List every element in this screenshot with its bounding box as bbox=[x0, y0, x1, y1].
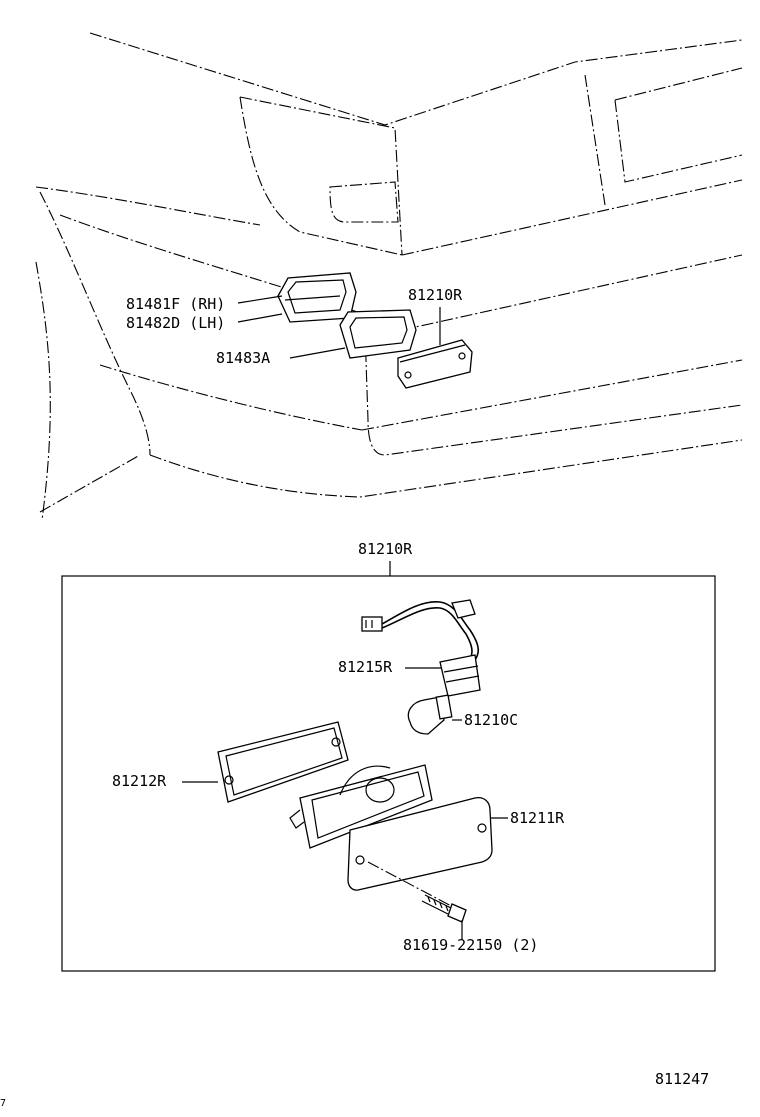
label-81212r: 81212R bbox=[112, 772, 167, 790]
label-81619: 81619-22150 (2) bbox=[403, 936, 539, 954]
label-81211r: 81211R bbox=[510, 809, 565, 827]
label-81483a: 81483A bbox=[216, 349, 271, 367]
label-81210c: 81210C bbox=[464, 711, 519, 729]
label-81210r-top: 81210R bbox=[408, 286, 463, 304]
label-81215r: 81215R bbox=[338, 658, 393, 676]
lamp-bracket-lower bbox=[339, 309, 417, 359]
screw bbox=[367, 861, 467, 923]
diagram-number: 811247 bbox=[655, 1070, 710, 1088]
corner-mark: 7 bbox=[0, 1098, 7, 1109]
side-lamp-assembly-small bbox=[397, 339, 473, 389]
lamp-housing bbox=[289, 764, 433, 849]
lens bbox=[347, 796, 493, 891]
label-81481f: 81481F (RH) bbox=[126, 295, 226, 313]
leader-lines-upper bbox=[237, 295, 441, 359]
bulb bbox=[407, 694, 453, 735]
socket-wire-harness bbox=[361, 599, 481, 697]
label-81210r-box: 81210R bbox=[358, 540, 413, 558]
gasket bbox=[217, 721, 349, 803]
exploded-view-box bbox=[61, 561, 716, 972]
label-81482d: 81482D (LH) bbox=[126, 314, 226, 332]
vehicle-body-outline bbox=[35, 32, 743, 521]
lamp-bracket-upper bbox=[277, 272, 357, 323]
